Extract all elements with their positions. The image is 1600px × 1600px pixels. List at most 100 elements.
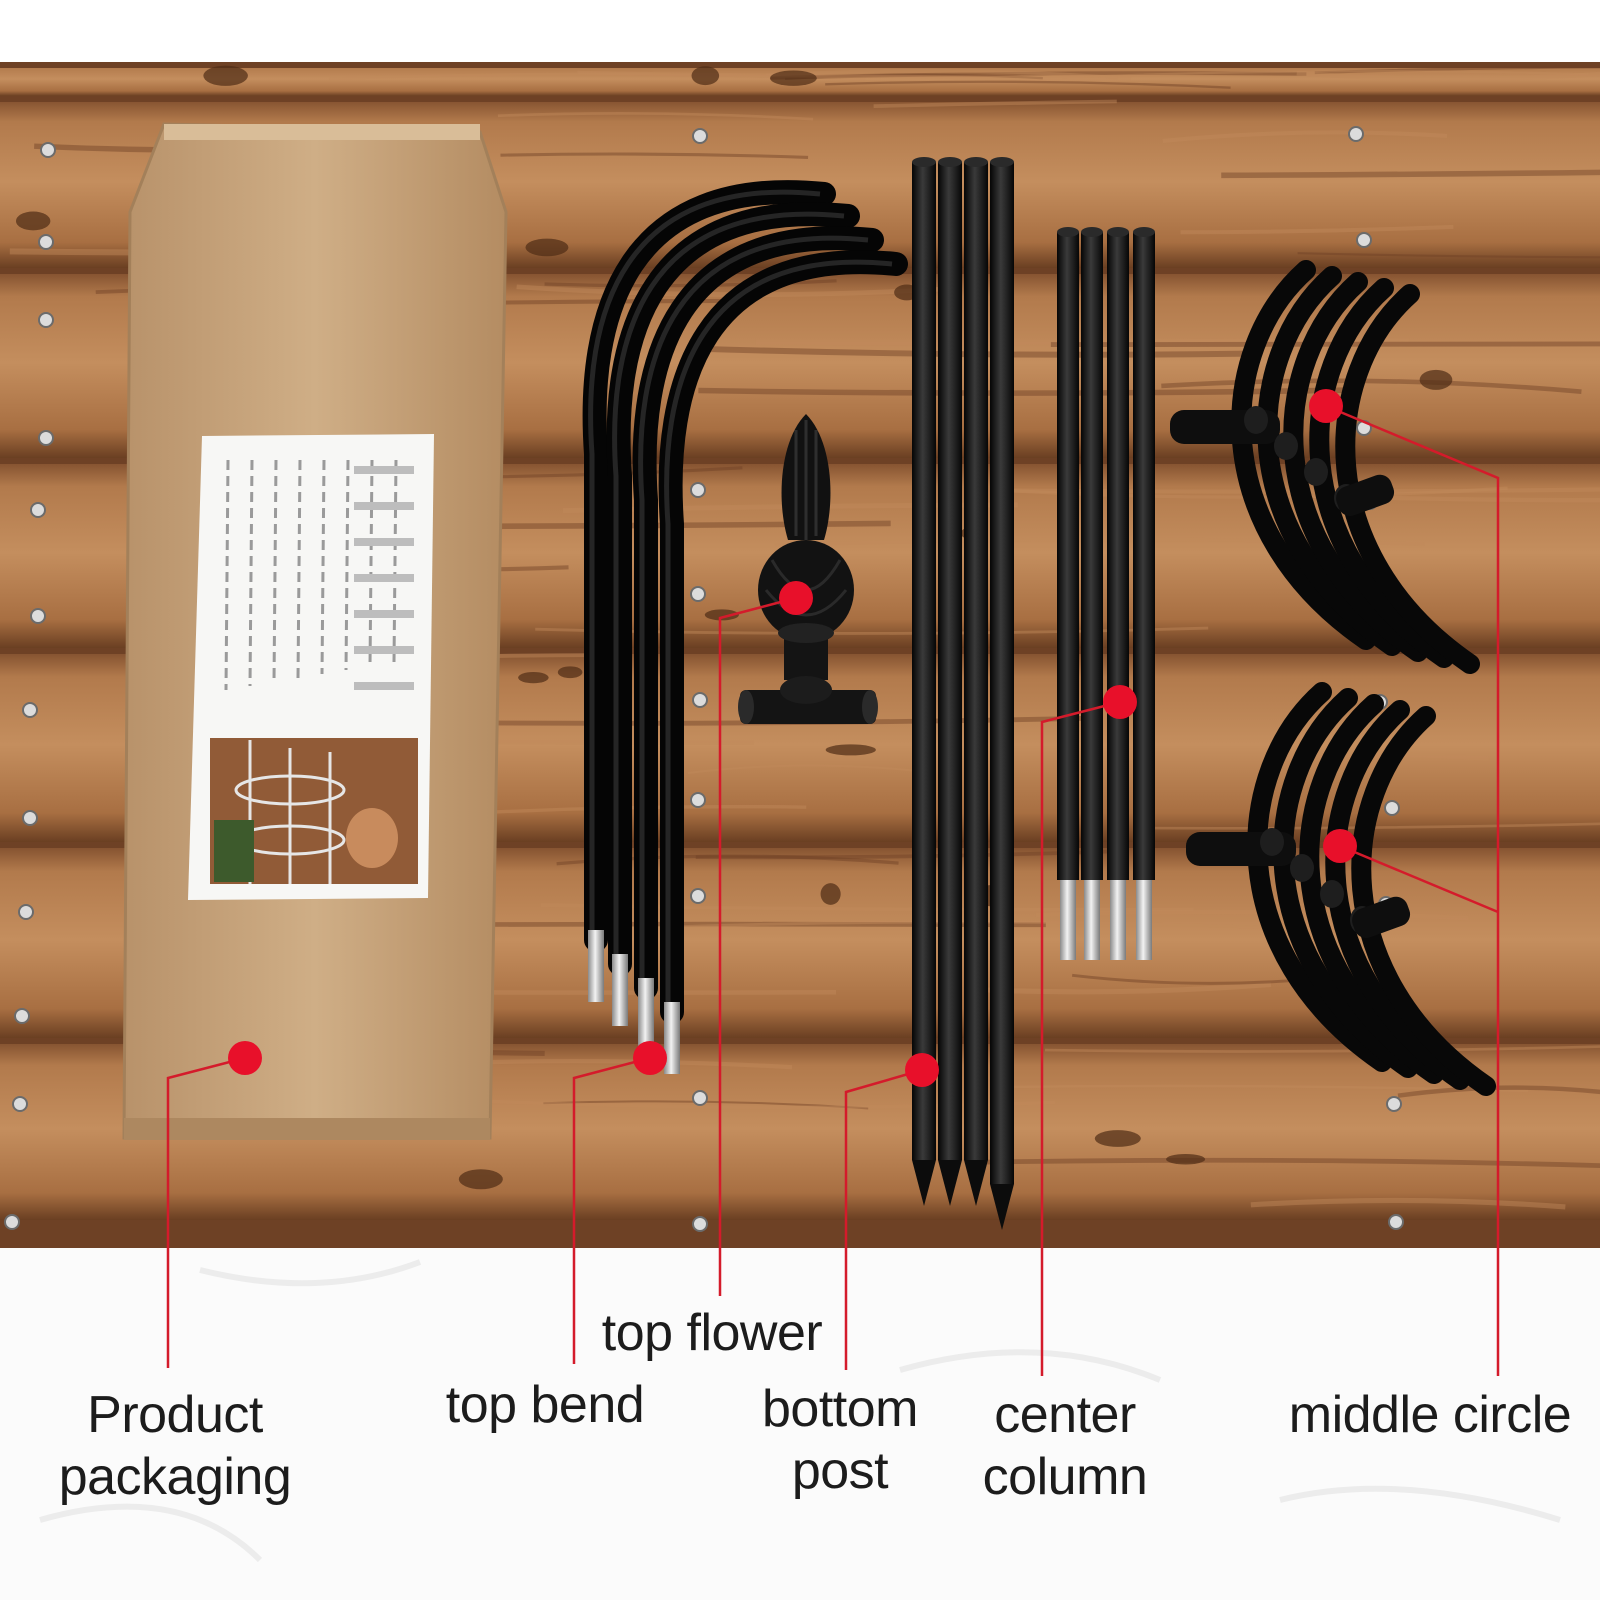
post-spike — [964, 1160, 988, 1206]
screw — [40, 142, 56, 158]
marble-floor — [0, 1248, 1600, 1600]
grain-line — [1161, 378, 1582, 394]
label-line: packaging — [58, 1448, 292, 1506]
grain-line — [497, 112, 814, 121]
bottom-post-rod — [964, 162, 988, 1160]
wood-knot — [691, 66, 720, 86]
connector-socket — [1260, 828, 1284, 856]
middle-circle-arc — [1351, 706, 1496, 1096]
steel-tip — [588, 930, 604, 1002]
steel-tip — [1110, 880, 1126, 960]
screw — [690, 792, 706, 808]
grain-line — [500, 152, 809, 159]
leader-line — [1339, 844, 1499, 914]
grain-line — [540, 903, 1194, 912]
center-column-rod — [1081, 232, 1103, 880]
center-column-rod — [1107, 232, 1129, 880]
wood-knot — [704, 609, 739, 621]
connector-socket — [1290, 854, 1314, 882]
grain-line — [1062, 70, 1589, 79]
rod-cap — [990, 157, 1014, 167]
label-line: Product — [87, 1386, 263, 1444]
label-line: center — [994, 1386, 1136, 1444]
grain-line — [1180, 224, 1454, 235]
screw — [1386, 1096, 1402, 1112]
bottom-post-rod — [938, 162, 962, 1160]
label-bottom-post: bottom post — [740, 1378, 940, 1502]
screw — [18, 904, 34, 920]
leader-line — [844, 1068, 923, 1370]
screw — [1388, 1214, 1404, 1230]
wood-knot — [203, 65, 248, 86]
leader-line — [166, 1056, 246, 1368]
grain-line — [1071, 973, 1315, 985]
callout-marker — [905, 1053, 939, 1087]
post-spike — [990, 1184, 1014, 1230]
arc-connector — [1352, 896, 1411, 938]
wood-knot — [820, 883, 841, 905]
label-line: post — [791, 1442, 889, 1500]
callout-lines — [166, 389, 1500, 1376]
sheet-table-row — [354, 466, 414, 474]
rod-cap — [1057, 227, 1079, 237]
sheet-text-line — [248, 459, 254, 687]
screw — [692, 1090, 708, 1106]
screw — [692, 1216, 708, 1232]
leader-line — [572, 1056, 651, 1364]
label-middle-circle: middle circle — [1270, 1384, 1590, 1446]
rod-highlight — [638, 235, 869, 988]
rod-cap — [912, 157, 936, 167]
screw — [1384, 800, 1400, 816]
screw — [690, 888, 706, 904]
callout-marker — [1309, 389, 1343, 423]
center-column-rod — [1133, 232, 1155, 880]
rod-highlight — [612, 211, 845, 964]
screw — [22, 810, 38, 826]
grain-line — [873, 99, 1117, 108]
plank-gap — [0, 96, 1600, 102]
wood-knot — [458, 1169, 503, 1190]
sheet-text-line — [392, 459, 398, 663]
steel-tip — [1084, 880, 1100, 960]
label-line: column — [982, 1448, 1148, 1506]
top-bend-rods — [582, 180, 908, 1074]
label-top-bend: top bend — [430, 1374, 660, 1436]
screw — [1356, 232, 1372, 248]
plank-gap — [0, 62, 1600, 68]
leader-line — [1040, 700, 1121, 1376]
arc-connector — [1336, 474, 1395, 516]
sheet-text-line — [344, 459, 350, 671]
sheet-table-row — [354, 610, 414, 618]
callout-marker — [1323, 829, 1357, 863]
product-packaging-box — [122, 122, 508, 1140]
middle-circle-arc — [1257, 266, 1402, 656]
screw — [38, 234, 54, 250]
wood-knot — [557, 666, 583, 679]
grain-line — [1250, 1197, 1566, 1210]
sheet-text-line — [296, 459, 302, 679]
grain-line — [1314, 65, 1600, 75]
connector-socket — [1274, 432, 1298, 460]
wood-knot — [525, 238, 569, 257]
screw — [38, 430, 54, 446]
screw — [690, 482, 706, 498]
rod-cap — [1081, 227, 1103, 237]
grain-line — [687, 764, 935, 775]
steel-tip — [638, 978, 654, 1050]
sheet-table-row — [354, 682, 414, 690]
grain-line — [1297, 252, 1600, 259]
wood-knot — [1094, 1130, 1141, 1147]
wood-knot — [769, 70, 817, 86]
grain-line — [577, 70, 1118, 81]
leader-line — [1325, 404, 1500, 1376]
rod-highlight — [664, 259, 893, 1012]
label-line: bottom — [762, 1380, 918, 1438]
screw — [14, 1008, 30, 1024]
steel-tip — [664, 1002, 680, 1074]
wood-knot — [1419, 369, 1453, 390]
rod-cap — [1133, 227, 1155, 237]
plank-gap — [0, 842, 1600, 848]
wood-knot — [825, 744, 876, 756]
screw — [1348, 126, 1364, 142]
